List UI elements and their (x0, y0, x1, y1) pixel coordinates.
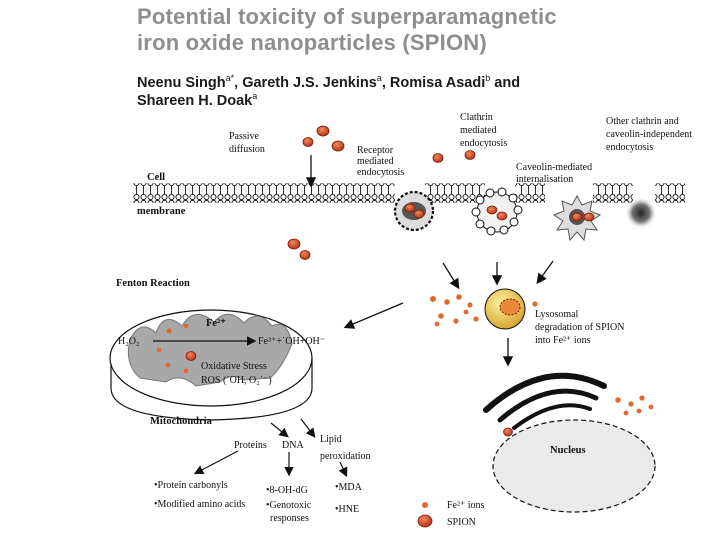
other-vesicle (625, 197, 657, 229)
legend-fe-swatch (422, 502, 428, 508)
arrow-to-lysosome (536, 260, 554, 285)
passive-label-2: diffusion (229, 144, 265, 155)
spion-particle (413, 209, 425, 219)
passive-label-1: Passive (229, 131, 260, 142)
clathrin-label-1: Clathrin (460, 112, 493, 123)
dna-effect-2: •Genotoxic (266, 500, 312, 511)
cell-membrane-left (133, 183, 395, 203)
author-line-1: Neenu Singha*, Gareth J.S. Jenkinsa, Rom… (137, 74, 520, 92)
nucleus (492, 419, 656, 513)
proteins-label: Proteins (234, 440, 267, 451)
author-affiliation: a* (225, 73, 235, 84)
fe-ions (156, 323, 189, 374)
legend-spion-label: SPION (447, 517, 476, 528)
spion-particle (432, 153, 444, 163)
author-affiliation: b (485, 73, 491, 84)
author-name: Neenu Singh (137, 75, 226, 91)
legend-fe-label: Fe²⁺ ions (447, 500, 485, 511)
arrow-downstream (270, 422, 289, 438)
lipid-label-2: peroxidation (320, 451, 371, 462)
spion-particle (299, 250, 311, 260)
paper-title: Potential toxicity of superparamagnetic … (137, 4, 557, 56)
spion-particle (316, 125, 330, 137)
caveolin-label-1: Caveolin-mediated (516, 162, 592, 173)
author-separator: and (490, 75, 521, 91)
cell-membrane-far-right (655, 183, 685, 203)
membrane-label: membrane (137, 206, 186, 217)
other-label-3: endocytosis (606, 142, 653, 153)
legend-spion-swatch (417, 514, 433, 528)
author-separator: , (381, 75, 390, 91)
spion-particle (464, 150, 476, 160)
clathrin-label-2: mediated (460, 125, 497, 136)
cell-membrane-mid2 (515, 183, 545, 203)
cell-membrane-right (593, 183, 633, 203)
nucleus-label: Nucleus (550, 445, 586, 456)
title-line-1: Potential toxicity of superparamagnetic (137, 4, 557, 29)
lysosome-label-1: Lysosomal (535, 309, 579, 320)
receptor-label-2: mediated (357, 156, 394, 167)
arrow-downstream (300, 418, 316, 438)
caveolin-label-2: internalisation (516, 174, 573, 185)
arrow-proteins (193, 450, 239, 475)
ox-stress-label: Oxidative Stress (201, 361, 267, 372)
cell-membrane-mid (425, 183, 485, 203)
protein-effect-2: •Modified amino acids (154, 499, 245, 510)
fe-ions (532, 395, 654, 437)
spion-particle (503, 427, 513, 437)
author-affiliation: a (252, 91, 258, 102)
author-name: Shareen H. Doak (137, 93, 253, 109)
clathrin-vesicle (471, 187, 523, 236)
spion-particle (583, 212, 595, 222)
ros-label: ROS (˙OH, O₂˙⁻) (201, 375, 272, 386)
fenton-title: Fenton Reaction (116, 278, 190, 289)
fe-ions (430, 294, 538, 327)
author-line-2: Shareen H. Doaka (137, 92, 520, 110)
h2o2-label: H₂O₂ (118, 336, 139, 347)
lipid-effect-1: •MDA (335, 482, 363, 493)
spion-particle (404, 203, 416, 213)
spion-particle (302, 137, 314, 147)
protein-effect-1: •Protein carbonyls (154, 480, 228, 491)
arrow-to-lysosome (442, 262, 460, 290)
lysosome-label-3: into Fe²⁺ ions (535, 335, 591, 346)
spion-in-lysosome (499, 298, 521, 316)
mitochondria-label: Mitochondria (150, 416, 213, 427)
dna-label: DNA (282, 440, 304, 451)
dna-effect-3: responses (270, 513, 309, 524)
other-label-1: Other clathrin and (606, 116, 679, 127)
other-label-2: caveolin-independent (606, 129, 692, 140)
title-line-2: iron oxide nanoparticles (SPION) (137, 30, 487, 55)
author-affiliation: a (376, 73, 382, 84)
spion-particle (331, 140, 345, 152)
dna-effect-1: •8-OH-dG (266, 485, 308, 496)
spion-particle (571, 212, 583, 222)
arrow-to-mitochondria (343, 302, 404, 329)
author-name: Romisa Asadi (389, 75, 486, 91)
author-list: Neenu Singha*, Gareth J.S. Jenkinsa, Rom… (137, 74, 520, 110)
spion-particle (185, 351, 197, 361)
endoplasmic-reticulum (483, 372, 607, 430)
arrow-lipid (338, 461, 348, 478)
receptor-label-1: Receptor (357, 145, 394, 156)
lysosome-label-2: degradation of SPION (535, 322, 624, 333)
fe-label: Fe²⁺ (206, 318, 226, 329)
fe3-label: Fe³⁺+˙OH+OH⁻ (258, 336, 325, 347)
cell-label: Cell (147, 172, 165, 183)
author-separator: , (234, 75, 243, 91)
author-name: Gareth J.S. Jenkins (242, 75, 377, 91)
lipid-label-1: Lipid (320, 434, 342, 445)
spion-particle (287, 238, 301, 250)
clathrin-label-3: endocytosis (460, 138, 507, 149)
receptor-label-3: endocytosis (357, 167, 404, 178)
lipid-effect-2: •HNE (335, 504, 359, 515)
